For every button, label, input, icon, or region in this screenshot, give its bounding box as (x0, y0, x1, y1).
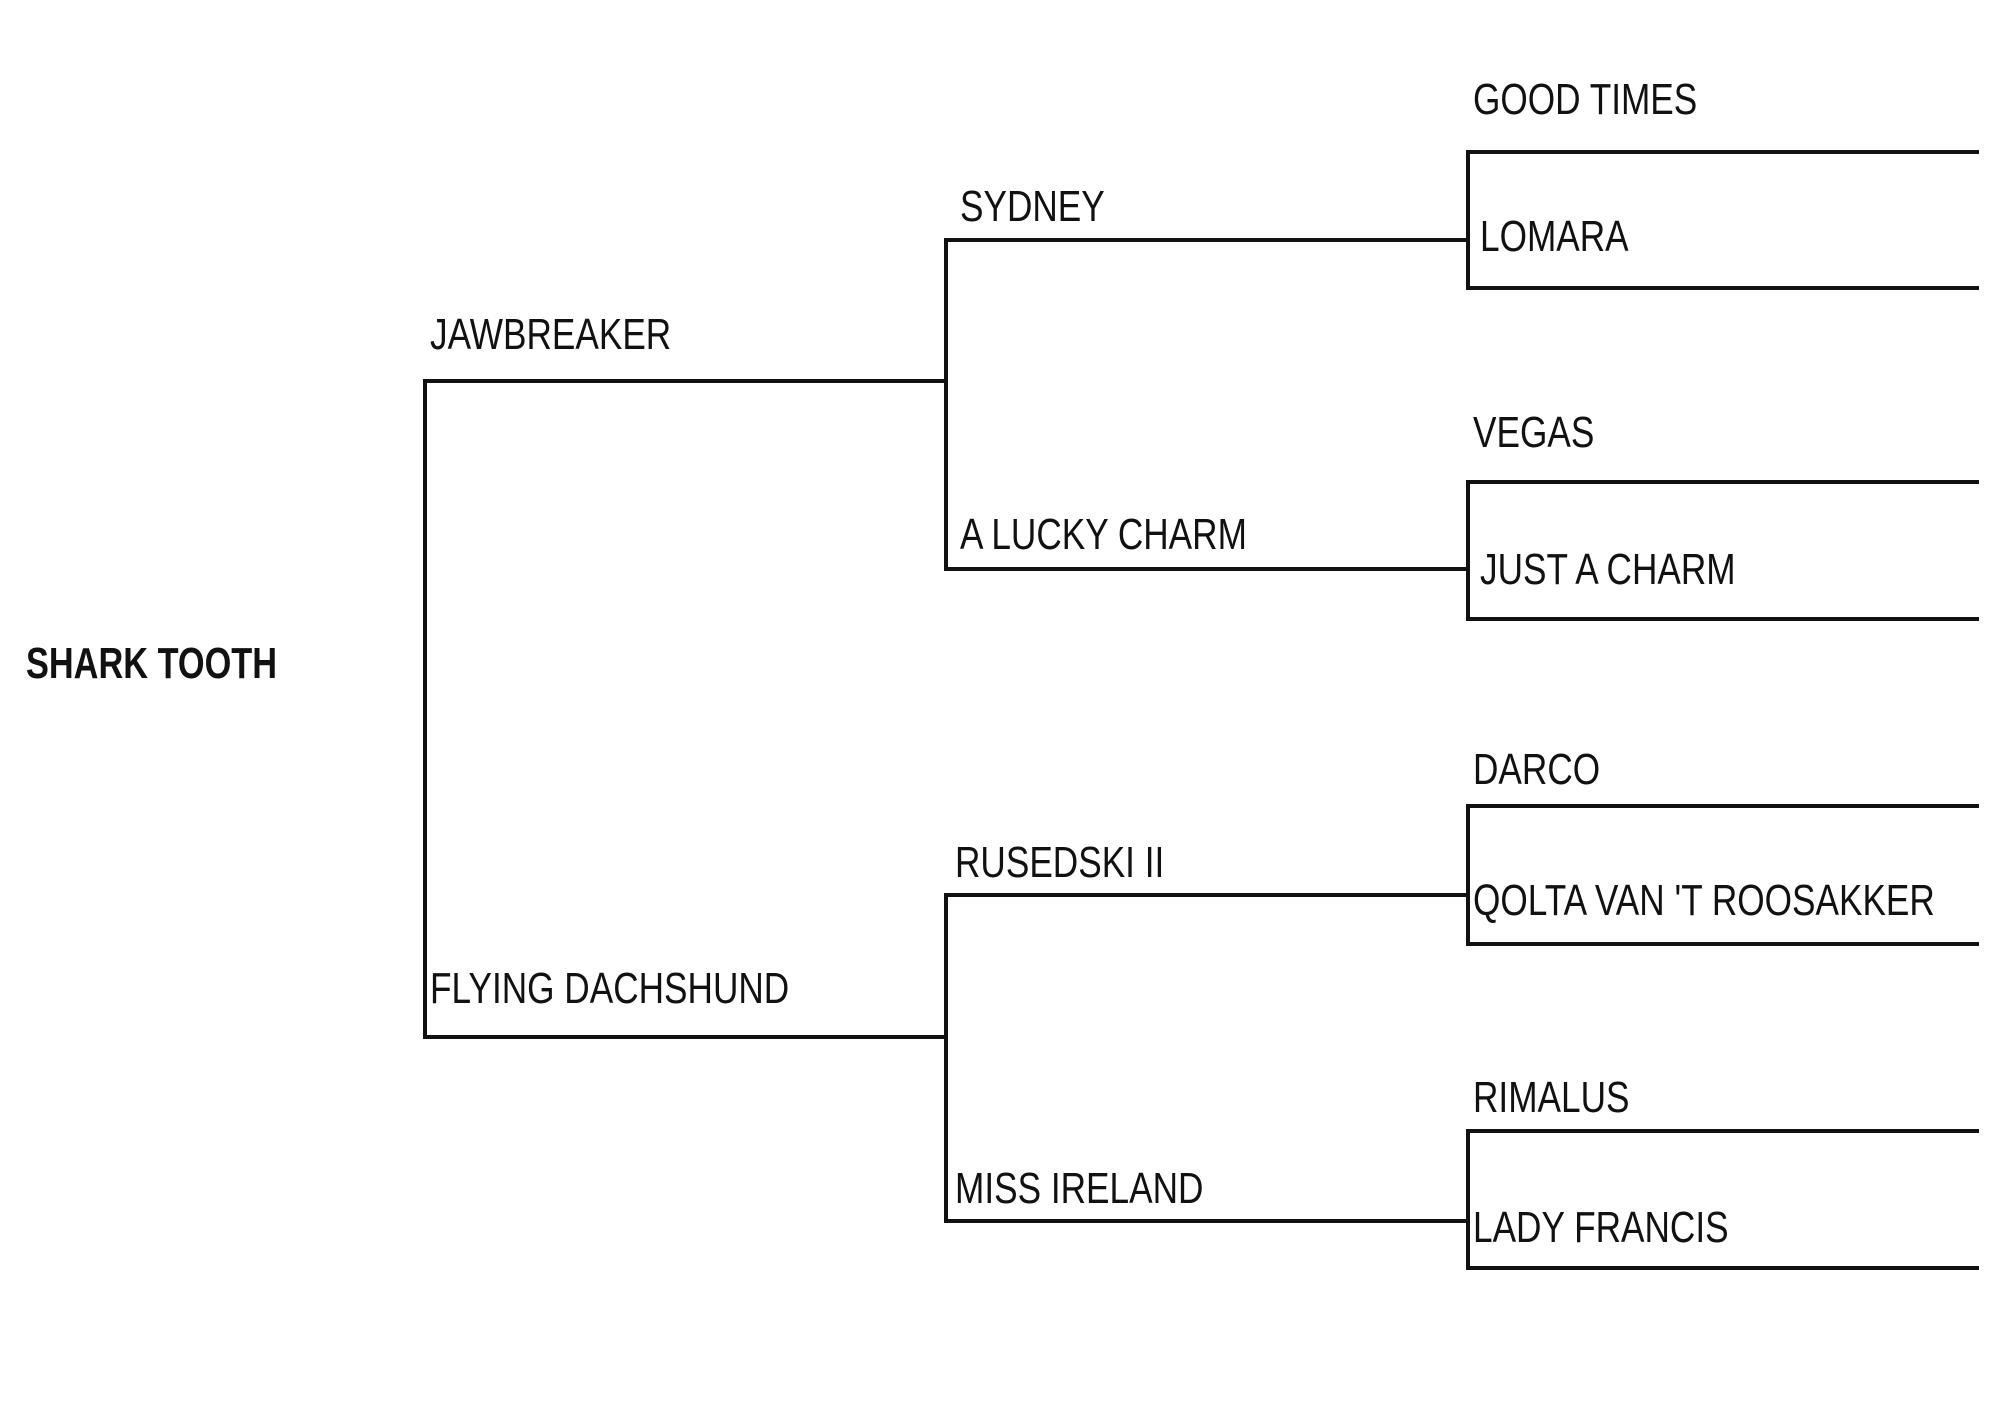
ggp-name: RIMALUS (1473, 1073, 1630, 1122)
bracket-dam-dam (1466, 1129, 1979, 1270)
bracket-sire (944, 238, 1470, 571)
ggp-name: DARCO (1473, 745, 1601, 794)
sire-sire-name: SYDNEY (960, 182, 1105, 231)
bracket-sire-sire (1466, 150, 1979, 290)
bracket-sire-dam (1466, 480, 1979, 621)
ggp-name: LADY FRANCIS (1473, 1203, 1729, 1252)
ggp-name: JUST A CHARM (1480, 545, 1736, 594)
bracket-subject (423, 379, 948, 1039)
bracket-dam-sire (1466, 804, 1979, 946)
dam-dam-name: MISS IRELAND (955, 1164, 1204, 1213)
sire-name: JAWBREAKER (430, 310, 672, 359)
bracket-dam (944, 893, 1470, 1223)
sire-dam-name: A LUCKY CHARM (960, 510, 1247, 559)
ggp-name: GOOD TIMES (1473, 75, 1698, 124)
ggp-name: LOMARA (1480, 212, 1629, 261)
subject-name: SHARK TOOTH (26, 639, 278, 688)
dam-sire-name: RUSEDSKI II (955, 838, 1165, 887)
ggp-name: QOLTA VAN 'T ROOSAKKER (1473, 876, 1935, 925)
dam-name: FLYING DACHSHUND (430, 964, 790, 1013)
ggp-name: VEGAS (1473, 408, 1595, 457)
